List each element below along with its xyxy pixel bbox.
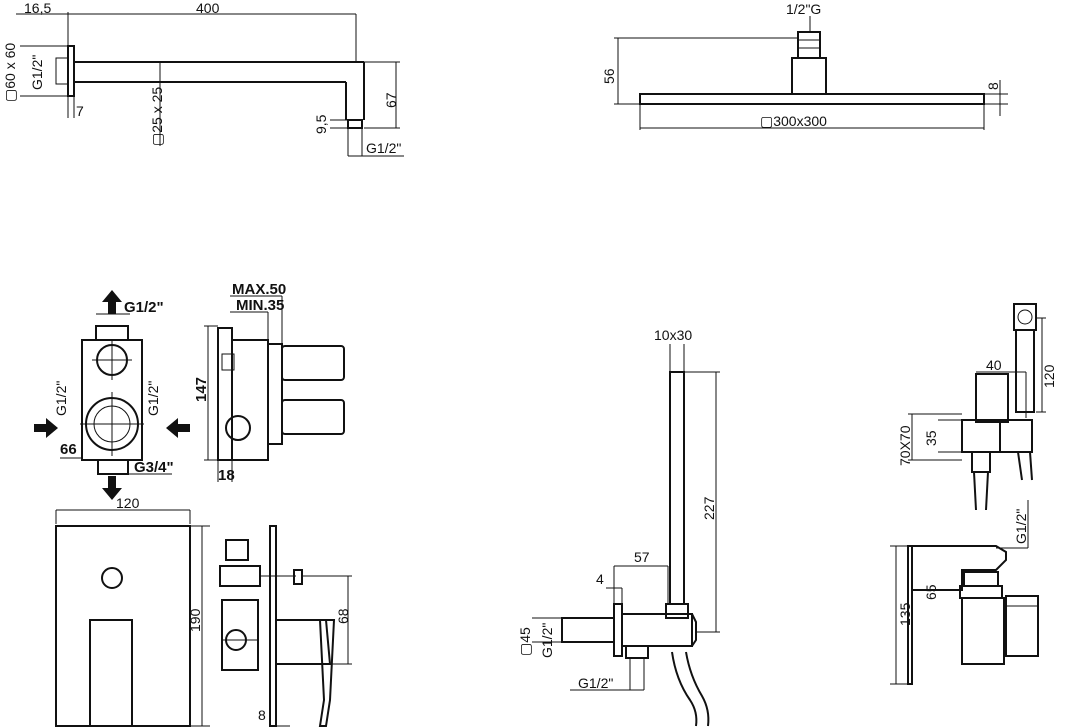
arm-dim-25x25: ▢25 x 25 <box>149 87 165 146</box>
plate-dim-8: 8 <box>258 707 266 723</box>
bidet-dim-40: 40 <box>986 357 1002 373</box>
arm-dim-400: 400 <box>196 0 220 16</box>
valve-dim-g12-top: G1/2" <box>124 299 164 316</box>
arrow-left-icon <box>166 418 190 438</box>
arrow-down-icon <box>102 476 122 500</box>
valve-side-drawing: MAX.50 MIN.35 147 18 <box>193 281 345 484</box>
arrow-right-icon <box>34 418 58 438</box>
arm-dim-67: 67 <box>383 92 399 108</box>
valve-front-drawing: G1/2" G1/2" G1/2" 66 G3/4" <box>34 290 190 500</box>
arm-dim-7: 7 <box>76 103 84 119</box>
valve-dim-g12-right: G1/2" <box>145 381 161 416</box>
valve-dim-147: 147 <box>193 377 210 402</box>
arm-dim-g12-bottom: G1/2" <box>366 140 401 156</box>
shower-head-drawing: 1/2"G 56 8 ▢300x300 <box>601 1 1008 130</box>
bidet-dim-120: 120 <box>1041 364 1057 388</box>
valve-dim-66: 66 <box>60 441 77 458</box>
arm-dim-16-5: 16,5 <box>24 0 51 16</box>
hand-dim-57: 57 <box>634 549 650 565</box>
hand-dim-45: ▢45 <box>517 627 533 656</box>
hand-dim-g12-bottom: G1/2" <box>578 675 613 691</box>
hand-dim-4: 4 <box>596 571 604 587</box>
plate-dim-190: 190 <box>187 608 203 632</box>
bidet-dim-135: 135 <box>897 602 913 626</box>
valve-dim-g34: G3/4" <box>134 459 174 476</box>
hand-dim-g12-side: G1/2" <box>539 623 555 658</box>
valve-dim-max: MAX.50 <box>232 281 286 298</box>
arm-dim-9-5: 9,5 <box>313 114 329 134</box>
plate-side-drawing: 68 8 <box>219 525 352 727</box>
hand-shower-drawing: 10x30 227 57 4 G1/2" ▢45 G1/2" <box>517 327 720 727</box>
bidet-dim-g12: G1/2" <box>1013 509 1029 544</box>
head-dim-8: 8 <box>985 82 1001 90</box>
head-dim-56: 56 <box>601 68 617 84</box>
head-dim-thread: 1/2"G <box>786 1 821 17</box>
bidet-dim-70x70: 70X70 <box>897 425 913 466</box>
bidet-dim-65: 65 <box>923 584 939 600</box>
hand-dim-227: 227 <box>701 496 717 520</box>
valve-dim-min: MIN.35 <box>236 297 284 314</box>
arm-dim-g12-left: G1/2" <box>29 55 45 90</box>
head-dim-size: ▢300x300 <box>760 113 827 129</box>
shower-arm-drawing: 16,5 400 ▢60 x 60 G1/2" 7 ▢25 x 25 67 9,… <box>2 0 404 157</box>
plate-front-drawing: 120 190 <box>55 495 210 727</box>
arm-dim-60x60: ▢60 x 60 <box>2 43 18 102</box>
hand-dim-10x30: 10x30 <box>654 327 692 343</box>
plate-dim-68: 68 <box>335 608 351 624</box>
bidet-side-drawing: G1/2" 65 135 <box>890 500 1039 685</box>
valve-dim-18: 18 <box>218 467 235 484</box>
bidet-dim-35: 35 <box>923 430 939 446</box>
valve-dim-g12-left: G1/2" <box>53 381 69 416</box>
bidet-top-drawing: 120 40 70X70 35 <box>897 303 1057 511</box>
arrow-up-icon <box>102 290 122 314</box>
plate-dim-120: 120 <box>116 495 140 511</box>
